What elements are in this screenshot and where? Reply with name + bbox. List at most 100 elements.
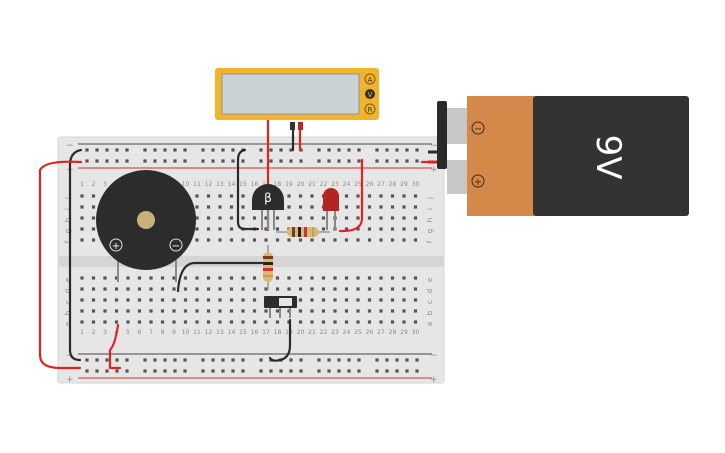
strip-hole[interactable] (80, 194, 84, 198)
rail-hole[interactable] (269, 148, 273, 152)
strip-hole[interactable] (137, 276, 142, 280)
strip-hole[interactable] (91, 309, 96, 313)
rail-hole[interactable] (317, 148, 321, 152)
rail-hole[interactable] (143, 159, 147, 163)
strip-hole[interactable] (379, 320, 383, 324)
strip-hole[interactable] (367, 205, 372, 209)
strip-hole[interactable] (298, 298, 303, 302)
rail-hole[interactable] (231, 148, 235, 152)
strip-hole[interactable] (275, 227, 280, 231)
strip-hole[interactable] (137, 298, 142, 302)
strip-hole[interactable] (367, 298, 372, 302)
rail-hole[interactable] (241, 159, 245, 163)
rail-hole[interactable] (183, 358, 187, 362)
rail-hole[interactable] (395, 369, 399, 373)
strip-hole[interactable] (195, 205, 199, 209)
strip-hole[interactable] (241, 216, 245, 220)
strip-hole[interactable] (333, 309, 337, 313)
rail-hole[interactable] (395, 159, 399, 163)
rail-hole[interactable] (105, 358, 109, 362)
strip-hole[interactable] (310, 298, 314, 302)
strip-hole[interactable] (413, 298, 418, 302)
rail-hole[interactable] (221, 159, 225, 163)
strip-hole[interactable] (310, 276, 314, 280)
strip-hole[interactable] (390, 276, 395, 280)
strip-hole[interactable] (80, 216, 84, 220)
strip-hole[interactable] (114, 320, 119, 324)
strip-hole[interactable] (390, 194, 395, 198)
strip-hole[interactable] (137, 320, 142, 324)
rail-hole[interactable] (299, 159, 303, 163)
strip-hole[interactable] (275, 238, 280, 242)
strip-hole[interactable] (356, 320, 360, 324)
rail-hole[interactable] (375, 358, 379, 362)
multimeter[interactable]: A V R (215, 68, 379, 130)
rail-hole[interactable] (405, 369, 409, 373)
strip-hole[interactable] (264, 287, 268, 291)
strip-hole[interactable] (252, 298, 257, 302)
meter-probe-black[interactable] (290, 122, 295, 130)
strip-hole[interactable] (195, 320, 199, 324)
rail-hole[interactable] (153, 358, 157, 362)
strip-hole[interactable] (356, 216, 360, 220)
strip-hole[interactable] (229, 298, 234, 302)
strip-hole[interactable] (126, 287, 130, 291)
strip-hole[interactable] (287, 238, 291, 242)
strip-hole[interactable] (298, 309, 303, 313)
strip-hole[interactable] (402, 276, 406, 280)
strip-hole[interactable] (91, 298, 96, 302)
strip-hole[interactable] (367, 287, 372, 291)
strip-hole[interactable] (160, 309, 165, 313)
rail-hole[interactable] (85, 369, 89, 373)
strip-hole[interactable] (252, 287, 257, 291)
strip-hole[interactable] (344, 276, 349, 280)
strip-hole[interactable] (80, 205, 84, 209)
strip-hole[interactable] (241, 298, 245, 302)
strip-hole[interactable] (103, 276, 107, 280)
strip-hole[interactable] (206, 194, 211, 198)
strip-hole[interactable] (402, 320, 406, 324)
strip-hole[interactable] (379, 205, 383, 209)
piezo-buzzer[interactable]: + − (96, 170, 196, 282)
strip-hole[interactable] (367, 320, 372, 324)
strip-hole[interactable] (241, 205, 245, 209)
rail-hole[interactable] (201, 369, 205, 373)
strip-hole[interactable] (344, 298, 349, 302)
rail-hole[interactable] (289, 159, 293, 163)
battery-9v[interactable]: − + 9V (428, 96, 689, 216)
strip-hole[interactable] (413, 205, 418, 209)
rail-hole[interactable] (153, 148, 157, 152)
rail-hole[interactable] (405, 358, 409, 362)
meter-probe-red[interactable] (298, 122, 303, 130)
strip-hole[interactable] (137, 287, 142, 291)
strip-hole[interactable] (91, 238, 96, 242)
rail-hole[interactable] (95, 148, 99, 152)
strip-hole[interactable] (160, 298, 165, 302)
switch-knob[interactable] (279, 298, 292, 306)
strip-hole[interactable] (310, 194, 314, 198)
meter-mode-selector[interactable]: A V R (364, 73, 376, 115)
strip-hole[interactable] (356, 238, 360, 242)
strip-hole[interactable] (80, 227, 84, 231)
strip-hole[interactable] (252, 309, 257, 313)
rail-hole[interactable] (125, 159, 129, 163)
rail-hole[interactable] (115, 159, 119, 163)
strip-hole[interactable] (206, 320, 211, 324)
meter-mode-v-button[interactable] (365, 89, 375, 99)
strip-hole[interactable] (114, 309, 119, 313)
rail-hole[interactable] (327, 148, 331, 152)
strip-hole[interactable] (206, 216, 211, 220)
rail-hole[interactable] (201, 358, 205, 362)
strip-hole[interactable] (333, 238, 337, 242)
strip-hole[interactable] (413, 320, 418, 324)
strip-hole[interactable] (333, 276, 337, 280)
rail-hole[interactable] (405, 148, 409, 152)
rail-hole[interactable] (317, 358, 321, 362)
strip-hole[interactable] (413, 287, 418, 291)
rail-hole[interactable] (337, 358, 341, 362)
rail-hole[interactable] (211, 369, 215, 373)
strip-hole[interactable] (149, 298, 153, 302)
rail-hole[interactable] (269, 369, 273, 373)
rail-hole[interactable] (153, 159, 157, 163)
rail-hole[interactable] (211, 148, 215, 152)
